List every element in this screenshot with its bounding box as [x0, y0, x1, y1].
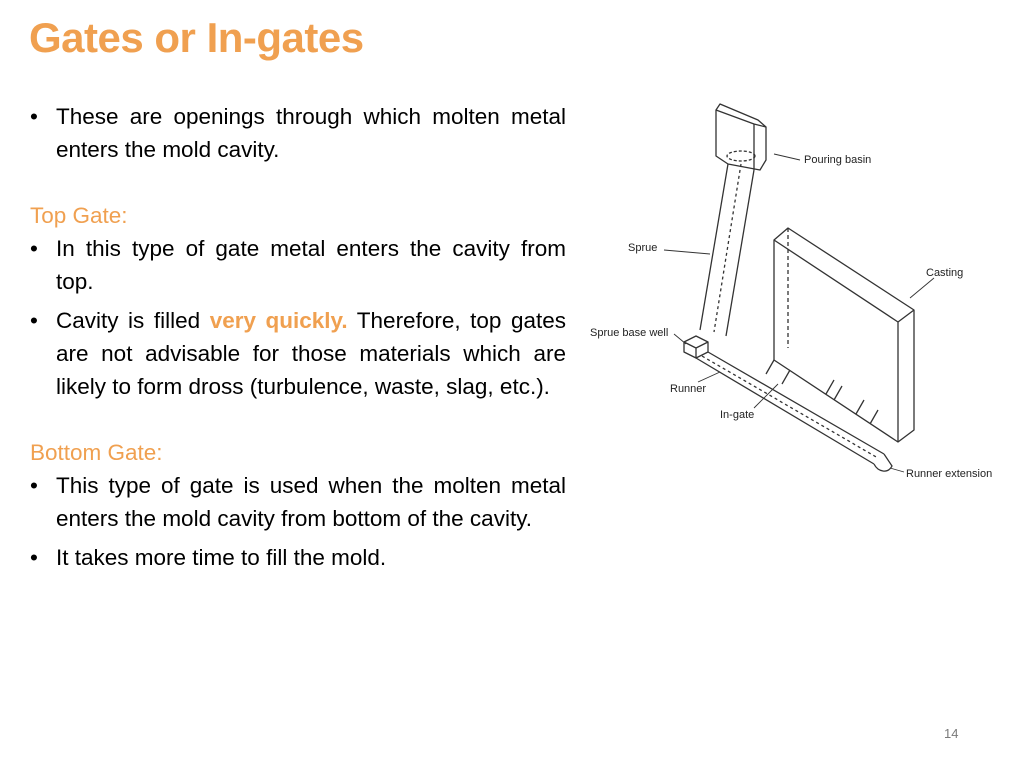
- casting-leader: [909, 277, 935, 299]
- label-pouring-basin: Pouring basin: [804, 154, 871, 166]
- sprue-shape: [699, 163, 755, 337]
- sprue-center-hidden-line: [713, 163, 742, 333]
- sprue-base-well-leader: [673, 333, 687, 345]
- label-sprue-base-well: Sprue base well: [590, 327, 668, 339]
- label-sprue: Sprue: [628, 242, 657, 254]
- runner-extension-shape: [873, 453, 893, 472]
- bottom-gate-bullet-1: This type of gate is used when the molte…: [30, 469, 566, 535]
- very-quickly-highlight: very quickly.: [209, 308, 348, 333]
- pouring-basin-opening: [726, 150, 756, 162]
- label-runner: Runner: [670, 383, 706, 395]
- pouring-basin-shape: [715, 103, 767, 171]
- label-casting: Casting: [926, 267, 963, 279]
- in-gate-shape-2: [855, 399, 879, 425]
- runner-leader: [697, 371, 721, 383]
- bottom-gate-bullet-2: It takes more time to fill the mold.: [30, 541, 566, 574]
- runner-extension-leader: [889, 467, 905, 473]
- casting-edges: [773, 239, 915, 442]
- in-gate-leader: [753, 383, 779, 409]
- sprue-base-well-shape: [683, 335, 709, 359]
- gating-system-diagram: Pouring basin Sprue Casting Sprue base w…: [590, 103, 992, 480]
- slide-body: These are openings through which molten …: [30, 100, 566, 574]
- top-gate-bullet-1: In this type of gate metal enters the ca…: [30, 232, 566, 298]
- label-in-gate: In-gate: [720, 409, 754, 421]
- casting-shape: [773, 227, 915, 443]
- sprue-leader: [663, 249, 711, 255]
- top-gate-heading: Top Gate:: [30, 203, 128, 228]
- in-gate-shape: [765, 359, 843, 401]
- top-gate-bullet-2: Cavity is filled very quickly. Therefore…: [30, 304, 566, 403]
- page-number: 14: [944, 726, 959, 741]
- runner-hidden-line: [701, 355, 879, 459]
- top-gate-bullet-2-text-a: Cavity is filled: [56, 308, 210, 333]
- top-gate-bullet-2-text-b: Therefore, top gates are not advisable f…: [56, 308, 567, 399]
- pouring-basin-leader: [773, 153, 801, 161]
- bottom-gate-heading: Bottom Gate:: [30, 440, 163, 465]
- diagram-drawing: [683, 103, 915, 472]
- label-runner-extension: Runner extension: [906, 468, 992, 480]
- runner-shape: [695, 351, 885, 465]
- leader-lines: [663, 153, 935, 473]
- slide-title: Gates or In-gates: [29, 14, 364, 61]
- intro-bullet: These are openings through which molten …: [30, 100, 566, 166]
